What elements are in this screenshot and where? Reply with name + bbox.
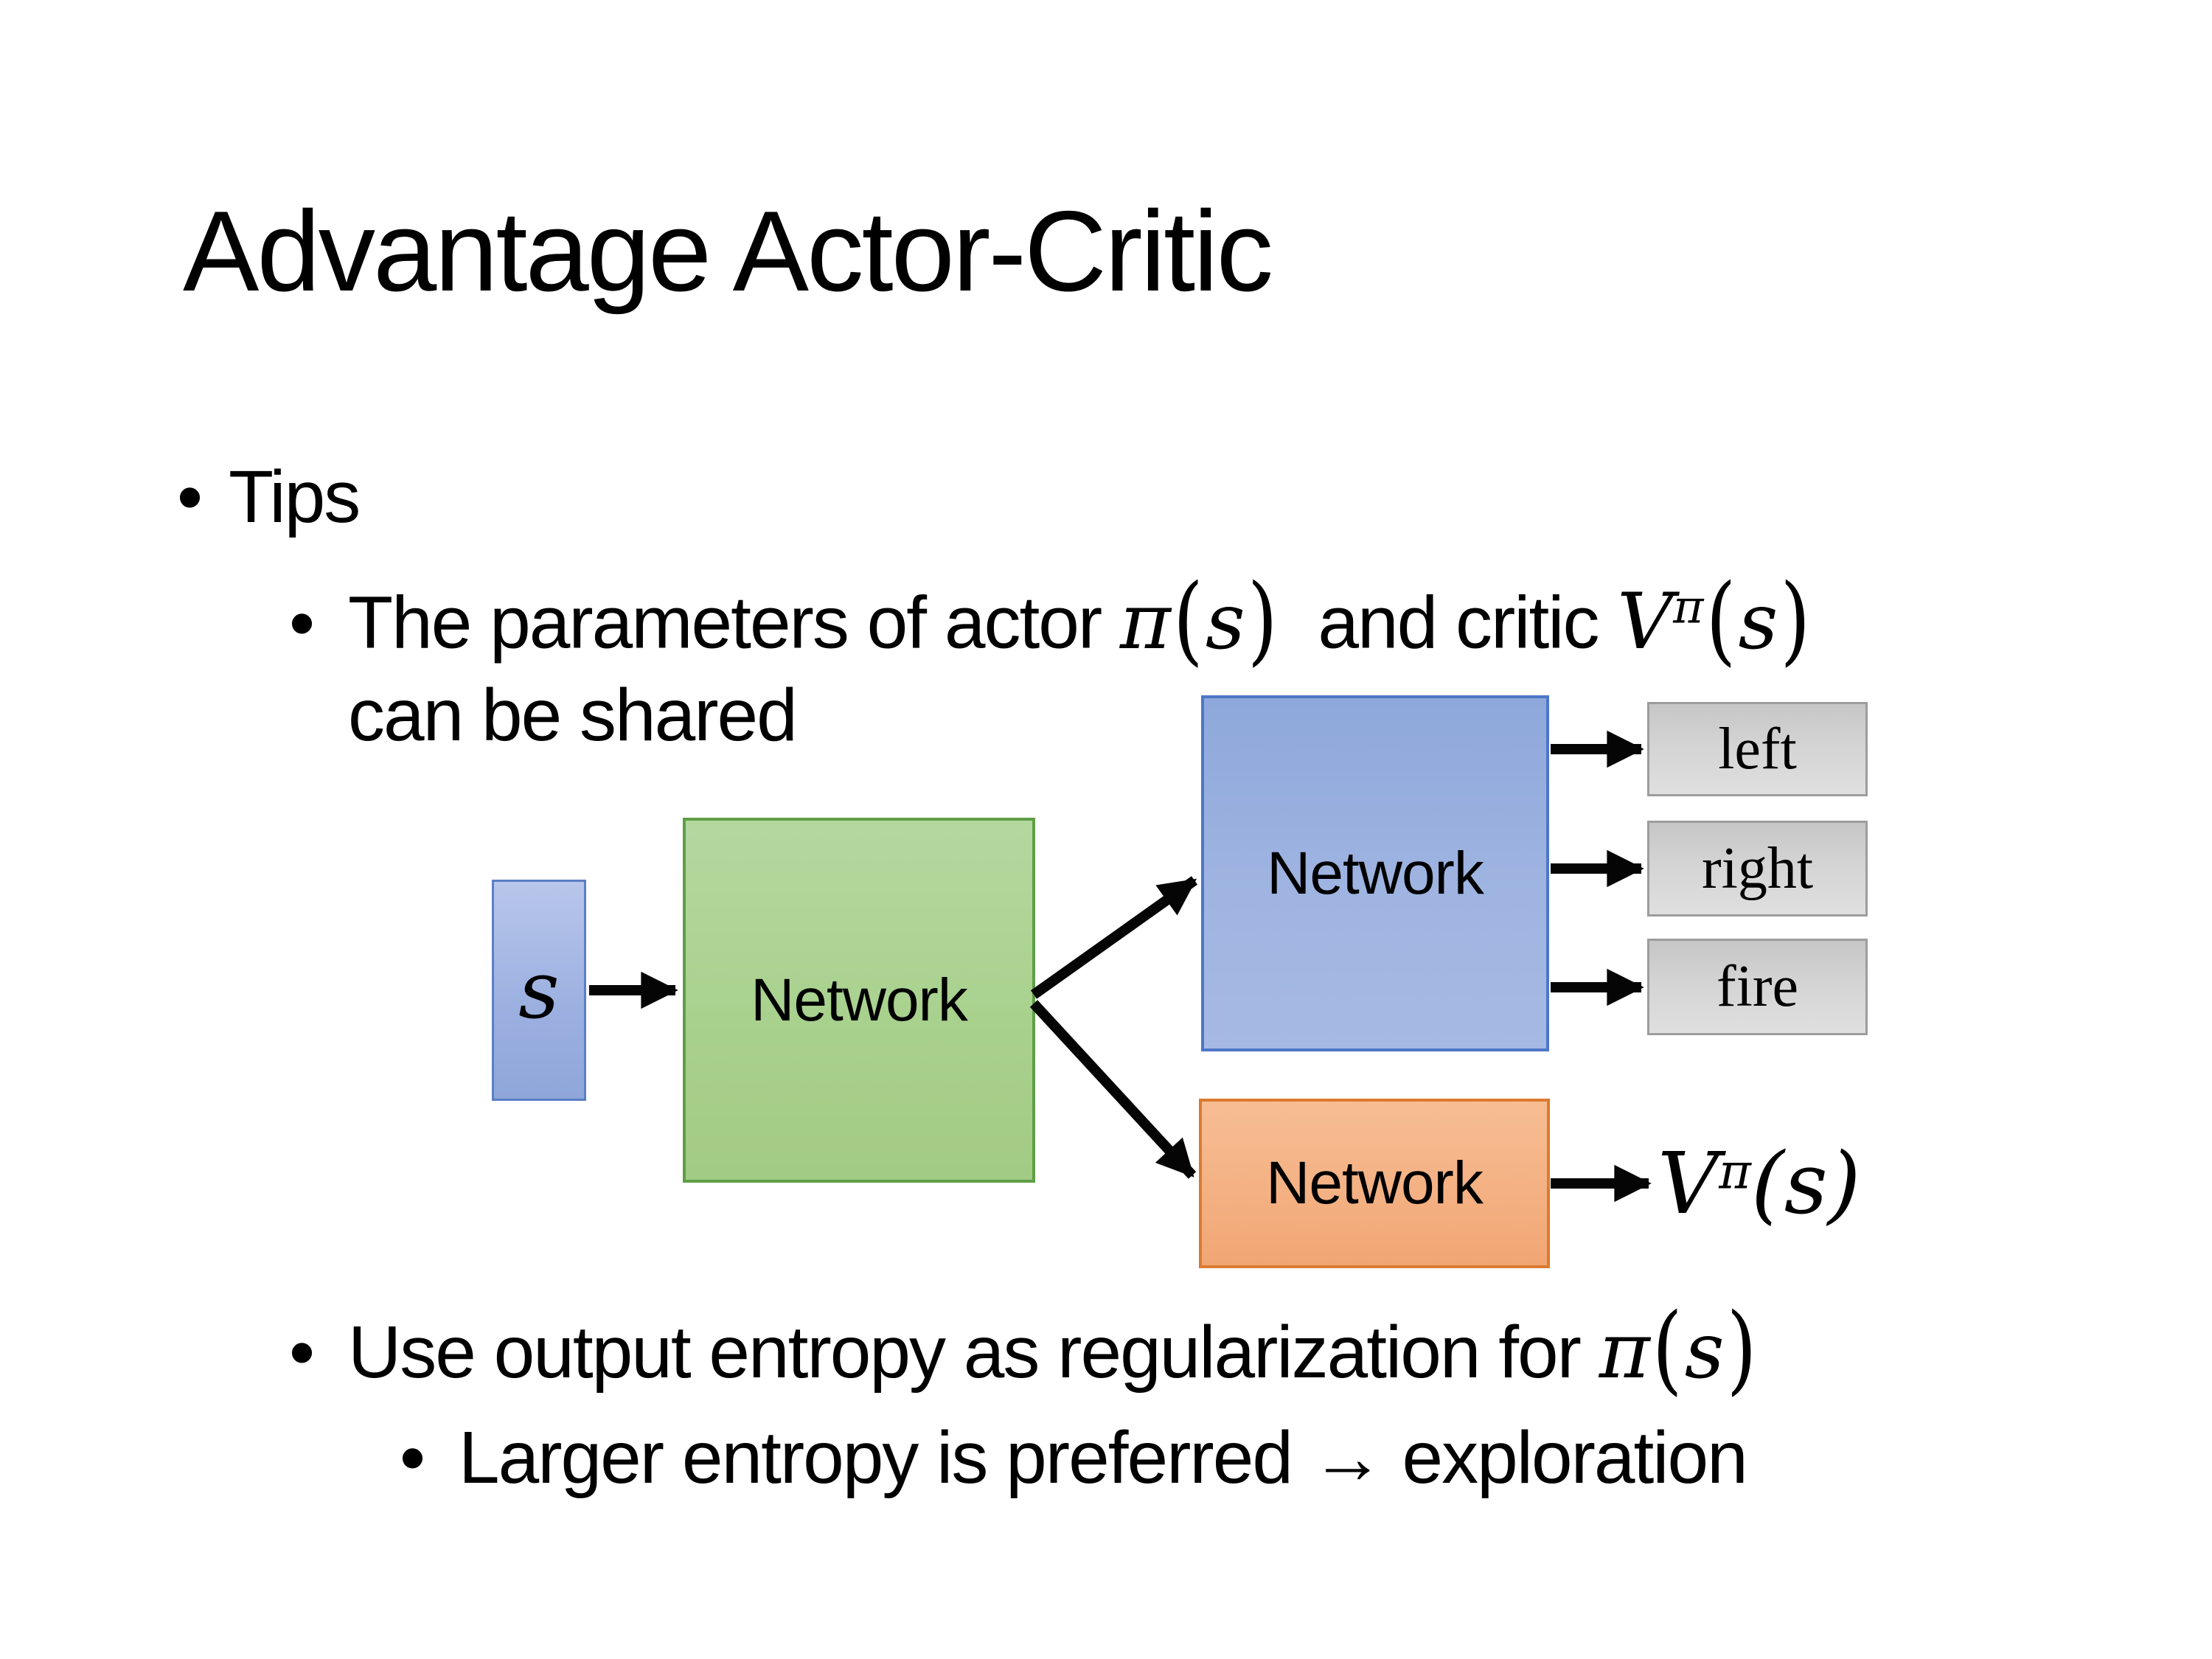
shared-parameters-line1: •The parameters of actor π(s) and critic… <box>289 560 1812 676</box>
shared-parameters-pre: The parameters of actor <box>348 581 1120 664</box>
action-label-fire: fire <box>1716 954 1798 1019</box>
value-args: (s) <box>1750 1134 1861 1234</box>
bullet-marker: • <box>289 1311 316 1394</box>
pi-superscript: π <box>1673 580 1704 633</box>
bullet-larger-entropy: • Larger entropy is preferred → explorati… <box>400 1412 1748 1504</box>
close-paren: ) <box>1726 1293 1757 1405</box>
state-input-box: s <box>492 880 586 1101</box>
bullet-entropy-regularization: • Use output entropy as regularization fo… <box>289 1293 1759 1405</box>
entropy-regularization-pre: Use output entropy as regularization for <box>348 1311 1599 1394</box>
actor-network-label: Network <box>1267 839 1484 907</box>
pi-superscript: π <box>1719 1142 1751 1200</box>
actor-policy-math: π(s) <box>1599 1293 1759 1405</box>
shared-parameters-line2-text: can be shared <box>348 673 798 757</box>
critic-value-math: Vπ(s) <box>1617 563 1812 676</box>
s-symbol: s <box>1684 1306 1725 1396</box>
action-box-left: left <box>1647 702 1868 796</box>
critic-output-math: Vπ(s) <box>1658 1135 1861 1234</box>
pi-symbol: π <box>1119 576 1171 667</box>
close-paren: ) <box>1247 563 1278 676</box>
shared-network-box: Network <box>683 818 1035 1183</box>
action-box-right: right <box>1647 821 1868 917</box>
actor-network-box: Network <box>1201 695 1549 1051</box>
action-box-fire: fire <box>1647 939 1868 1035</box>
state-label: s <box>518 944 560 1037</box>
open-paren: ( <box>1172 563 1203 676</box>
slide-title: Advantage Actor-Critic <box>183 187 1273 315</box>
action-label-right: right <box>1701 835 1814 901</box>
close-paren: ) <box>1780 563 1811 676</box>
V-symbol: V <box>1658 1134 1719 1234</box>
V-symbol: V <box>1617 576 1674 667</box>
bullet-tips: • Tips <box>177 451 361 543</box>
larger-entropy-text: Larger entropy is preferred → exploratio… <box>459 1416 1748 1499</box>
arrow-shared-to-actor-network <box>1030 876 1198 999</box>
bullet-marker: • <box>177 456 204 538</box>
action-label-left: left <box>1718 716 1797 782</box>
bullet-marker: • <box>400 1416 426 1499</box>
bullet-marker: • <box>289 581 316 664</box>
tips-label: Tips <box>229 456 361 538</box>
s-symbol: s <box>1205 576 1245 667</box>
shared-network-label: Network <box>751 966 968 1034</box>
shared-parameters-mid: and critic <box>1279 581 1618 664</box>
s-symbol: s <box>1738 576 1778 667</box>
critic-network-box: Network <box>1199 1099 1550 1268</box>
actor-policy-math: π(s) <box>1119 563 1280 676</box>
open-paren: ( <box>1705 563 1736 676</box>
arrow-shared-to-critic-network <box>1029 1000 1197 1179</box>
critic-output-value: Vπ(s) <box>1658 1127 1861 1241</box>
pi-symbol: π <box>1599 1306 1650 1396</box>
shared-parameters-line2: can be shared <box>289 669 1812 762</box>
critic-network-label: Network <box>1266 1150 1484 1217</box>
bullet-shared-parameters: •The parameters of actor π(s) and critic… <box>289 560 1812 762</box>
open-paren: ( <box>1652 1293 1683 1405</box>
